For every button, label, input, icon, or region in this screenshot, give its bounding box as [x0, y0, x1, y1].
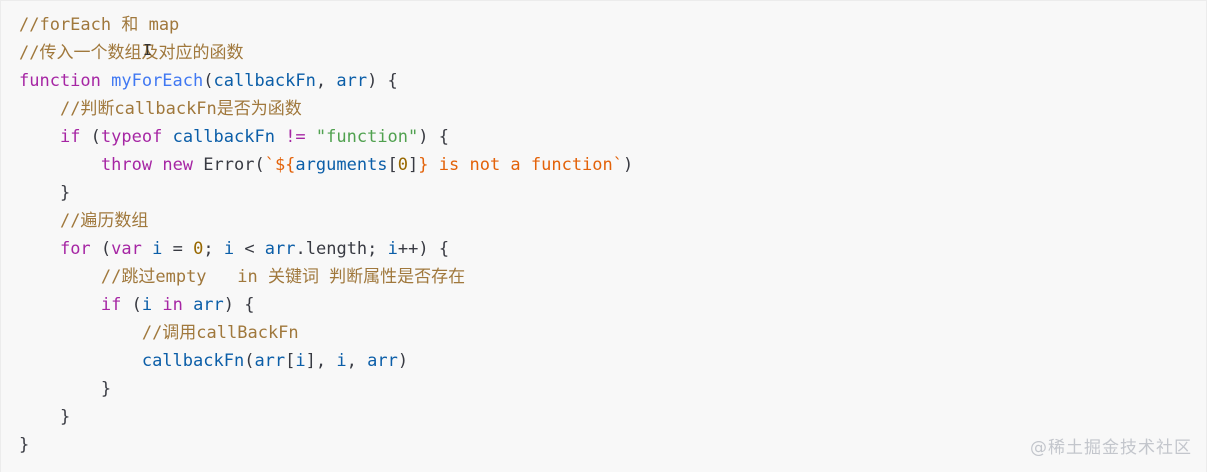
code-token: throw: [100, 155, 153, 175]
code-token: callbackFn: [172, 127, 275, 147]
code-token: [19, 155, 101, 175]
code-token: //遍历数组: [59, 211, 149, 231]
code-token: (: [121, 295, 142, 315]
code-token: Error(: [193, 155, 265, 175]
code-line: }: [19, 403, 633, 431]
code-content: //forEach 和 map //传入一个数组及对应的函数 function my…: [19, 11, 633, 459]
code-token: //跳过empty in 关键词 判断属性是否存在: [100, 267, 466, 287]
code-token: new: [162, 155, 194, 175]
code-token: typeof: [100, 127, 163, 147]
code-line: throw new Error(`${arguments[0]} is not …: [19, 151, 633, 179]
code-token: (: [203, 71, 214, 91]
code-token: arr: [264, 239, 296, 259]
code-token: [: [387, 155, 398, 175]
code-token: (: [90, 239, 112, 259]
code-token: callbackFn: [213, 71, 316, 91]
code-token: arr: [254, 351, 286, 371]
code-line: callbackFn(arr[i], i, arr): [19, 347, 633, 375]
code-line: if (typeof callbackFn != "function") {: [19, 123, 633, 151]
code-token: `${: [264, 155, 296, 175]
code-token: arr: [193, 295, 224, 315]
code-token: function: [19, 71, 112, 91]
code-token: [19, 267, 101, 287]
code-line: }: [19, 431, 633, 459]
code-token: <: [234, 239, 265, 259]
code-token: i: [141, 295, 153, 315]
code-line: //调用callBackFn: [19, 319, 633, 347]
code-token: ) {: [418, 127, 449, 147]
code-line: }: [19, 375, 633, 403]
code-token: [19, 211, 60, 231]
code-token: arr: [336, 71, 368, 91]
code-line: //遍历数组: [19, 207, 633, 235]
code-token: ,: [346, 351, 368, 371]
code-token: [19, 239, 60, 259]
code-token: ]: [408, 155, 419, 175]
code-token: [19, 351, 142, 371]
code-token: if: [100, 295, 122, 315]
code-token: [152, 155, 162, 175]
code-token: arguments: [295, 155, 388, 175]
code-token: 0: [397, 155, 409, 175]
code-token: "function": [315, 127, 419, 147]
text-cursor-icon: I: [143, 41, 153, 59]
code-token: }: [19, 183, 71, 203]
code-token: ;: [203, 239, 224, 259]
code-token: arr: [367, 351, 398, 371]
code-token: }: [19, 407, 71, 427]
code-token: =: [162, 239, 194, 259]
code-token: [162, 127, 172, 147]
code-token: [19, 127, 60, 147]
code-token: ++) {: [397, 239, 450, 259]
code-token: i: [152, 239, 163, 259]
code-line: //判断callbackFn是否为函数: [19, 95, 633, 123]
code-token: i: [295, 351, 306, 371]
code-token: .length;: [295, 239, 388, 259]
code-token: for: [59, 239, 91, 259]
code-token: callbackFn: [141, 351, 245, 371]
code-line: //跳过empty in 关键词 判断属性是否存在: [19, 263, 633, 291]
code-line: }: [19, 179, 633, 207]
code-token: (: [244, 351, 255, 371]
code-token: i: [223, 239, 235, 259]
code-token: [: [285, 351, 296, 371]
watermark: @稀土掘金技术社区: [1030, 438, 1192, 458]
code-token: in: [152, 295, 194, 315]
code-line: for (var i = 0; i < arr.length; i++) {: [19, 235, 633, 263]
code-token: 0: [193, 239, 204, 259]
code-token: myForEach: [111, 71, 204, 91]
code-token: ): [397, 351, 409, 371]
code-token: } is not a function`: [418, 155, 623, 175]
code-token: //调用callBackFn: [141, 323, 299, 343]
code-token: ],: [305, 351, 337, 371]
code-token: //传入一个数组及对应的函数: [19, 43, 244, 63]
code-token: [19, 323, 142, 343]
code-token: (: [80, 127, 101, 147]
code-token: !=: [274, 127, 316, 147]
code-token: ) {: [223, 295, 255, 315]
code-token: i: [387, 239, 398, 259]
code-line: //forEach 和 map: [19, 11, 633, 39]
code-line: function myForEach(callbackFn, arr) {: [19, 67, 633, 95]
code-token: ) {: [367, 71, 398, 91]
code-token: var: [111, 239, 142, 259]
code-token: if: [59, 127, 81, 147]
code-token: [19, 99, 60, 119]
code-token: [19, 295, 101, 315]
code-token: //判断callbackFn是否为函数: [59, 99, 302, 119]
code-token: }: [19, 379, 112, 399]
code-token: [142, 239, 152, 259]
code-line: if (i in arr) {: [19, 291, 633, 319]
code-token: }: [19, 435, 30, 455]
code-line: //传入一个数组及对应的函数: [19, 39, 633, 67]
code-token: //forEach 和 map: [19, 15, 180, 35]
code-token: ): [623, 155, 634, 175]
code-token: ,: [315, 71, 337, 91]
code-token: i: [336, 351, 347, 371]
